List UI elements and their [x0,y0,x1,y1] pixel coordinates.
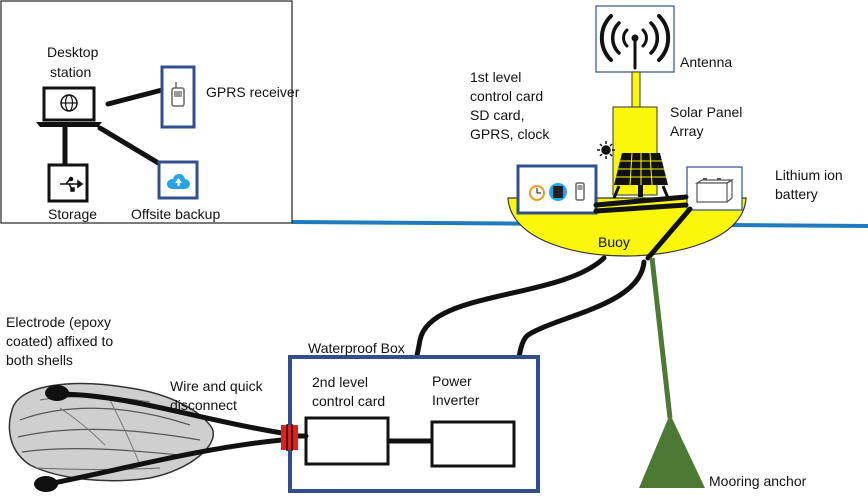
second-level-label-2: control card [312,393,385,409]
antenna-label: Antenna [680,54,732,70]
battery-label-2: battery [775,186,818,202]
quick-disconnect-connector [281,424,298,451]
solar-panel-icon [614,152,668,197]
buoy-wiring [593,194,693,261]
second-level-label-1: 2nd level [312,374,368,390]
first-level-label-4: GPRS, clock [470,126,550,142]
electrode-label-3: both shells [6,352,73,368]
desktop-label-1: Desktop [47,44,99,60]
first-level-label-2: control card [470,88,543,104]
solar-label-2: Array [670,123,703,139]
electrode-wires [45,391,309,487]
antenna-mast [631,71,641,109]
cloud-upload-icon [167,174,190,189]
wire-label-1: Wire and quick [170,378,264,394]
battery-icon [694,178,735,203]
mooring-line [649,257,673,419]
buoy-label: Buoy [598,234,630,250]
desktop-label-2: station [50,64,91,80]
clock-icon [529,185,545,201]
waterproof-box-label: Waterproof Box [308,340,405,356]
sun-icon [597,141,615,159]
laptop-icon [36,86,102,127]
wire-label-2: disconnect [170,397,237,413]
electrode-top [45,385,69,401]
second-level-card-box [304,416,390,466]
battery-label-1: Lithium ion [775,167,843,183]
gprs-module-icon [575,182,585,201]
solar-label-1: Solar Panel [670,104,742,120]
electrode-label-2: coated) affixed to [6,333,113,349]
storage-label: Storage [48,206,97,222]
electrode-label-1: Electrode (epoxy [6,314,111,330]
gprs-receiver-label: GPRS receiver [206,84,300,100]
mooring-label: Mooring anchor [709,473,807,489]
station-links [62,87,165,168]
solar-feet [612,185,670,199]
offsite-backup-label: Offsite backup [131,206,220,222]
inverter-label-1: Power [432,373,472,389]
sd-card-icon [549,183,567,201]
mooring-anchor-icon [639,414,705,488]
power-inverter-box [430,420,516,468]
phone-icon [171,82,185,107]
first-level-label-3: SD card, [470,107,524,123]
antenna-icon [599,14,671,70]
first-level-label-1: 1st level [470,69,521,85]
inverter-label-2: Inverter [432,392,480,408]
usb-icon [60,176,84,192]
